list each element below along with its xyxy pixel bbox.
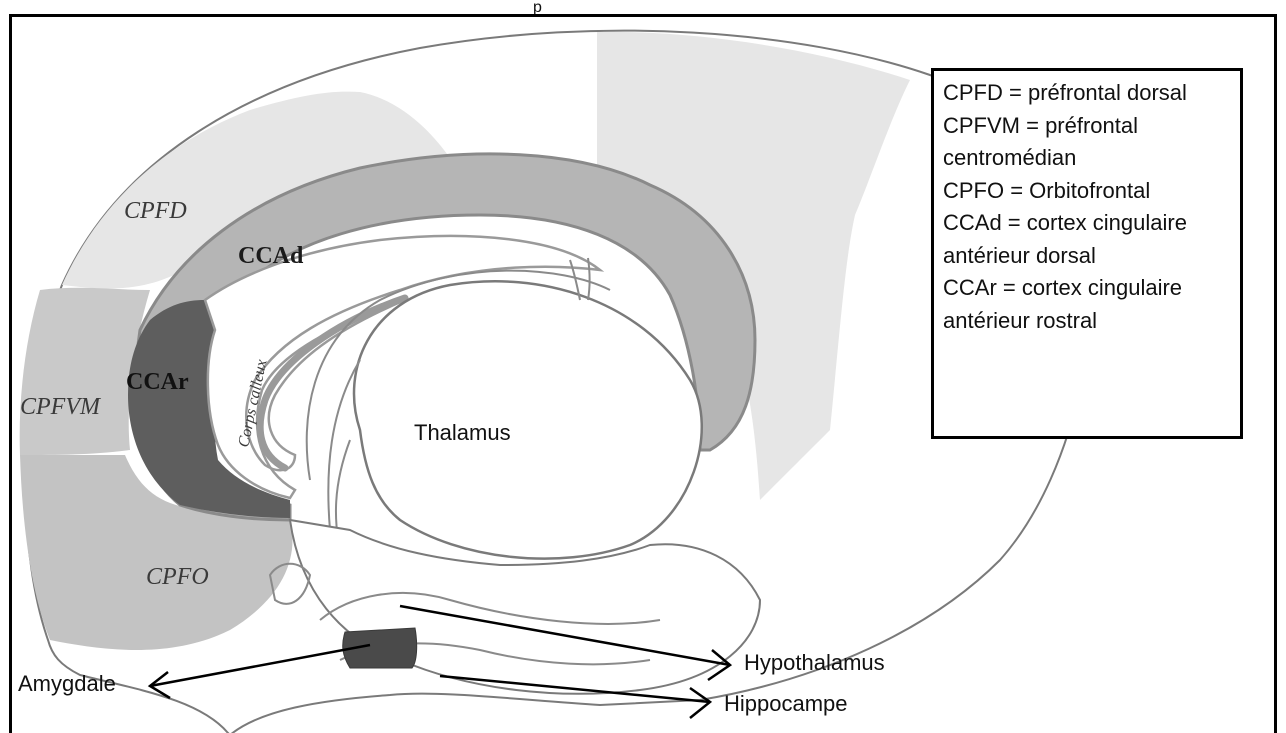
- legend-line: CPFD = préfrontal dorsal: [943, 77, 1230, 110]
- page-title: p: [533, 0, 542, 16]
- label-thalamus: Thalamus: [414, 420, 511, 445]
- legend-line: centromédian: [943, 142, 1230, 175]
- label-hypothalamus: Hypothalamus: [744, 650, 885, 675]
- legend-line: CCAr = cortex cingulaire: [943, 272, 1230, 305]
- legend-box: CPFD = préfrontal dorsal CPFVM = préfron…: [931, 68, 1243, 439]
- label-amygdale: Amygdale: [18, 671, 116, 696]
- label-ccar: CCAr: [126, 369, 189, 395]
- legend-line: antérieur dorsal: [943, 240, 1230, 273]
- legend-line: antérieur rostral: [943, 305, 1230, 338]
- legend-line: CCAd = cortex cingulaire: [943, 207, 1230, 240]
- legend-line: CPFO = Orbitofrontal: [943, 175, 1230, 208]
- label-cpfvm: CPFVM: [20, 394, 102, 420]
- legend-line: CPFVM = préfrontal: [943, 110, 1230, 143]
- label-hippocampe: Hippocampe: [724, 691, 848, 716]
- label-cpfo: CPFO: [146, 564, 209, 590]
- label-ccad: CCAd: [238, 243, 304, 269]
- label-cpfd: CPFD: [124, 198, 187, 224]
